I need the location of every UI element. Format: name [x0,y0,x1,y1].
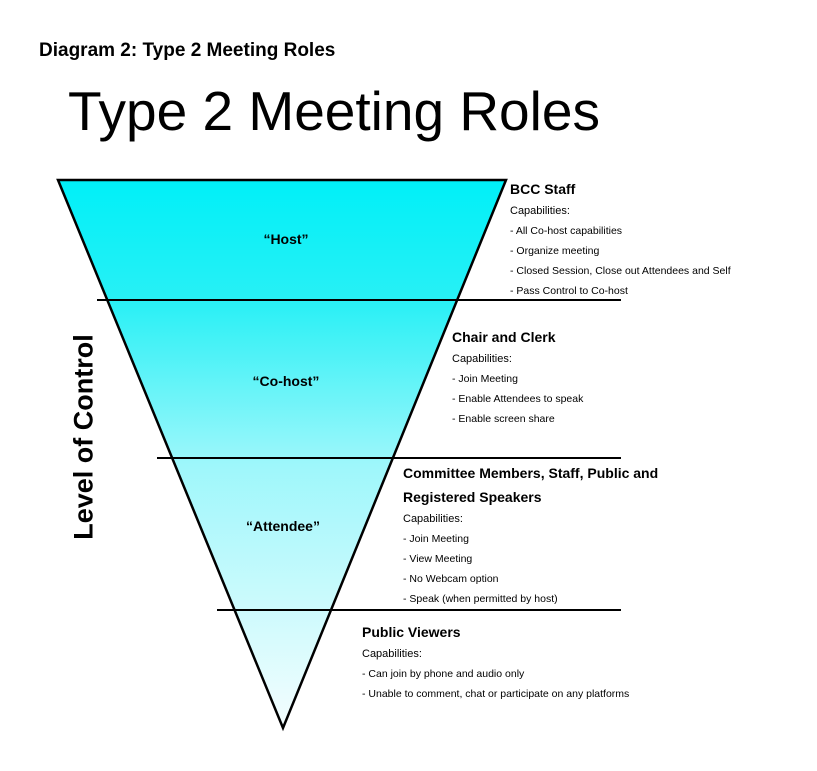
host-capabilities-label: Capabilities: [510,205,570,217]
cohost-capabilities-label: Capabilities: [452,353,512,365]
cohost-role: Chair and Clerk [452,329,556,345]
cohost-info: Chair and Clerk Capabilities: - Join Mee… [452,325,583,429]
cohost-capability: - Join Meeting [452,373,518,385]
attendee-capability: - Speak (when permitted by host) [403,593,558,605]
attendee-info: Committee Members, Staff, Public and Reg… [403,461,658,609]
public-viewers-capabilities-label: Capabilities: [362,648,422,660]
attendee-capability: - Join Meeting [403,533,469,545]
cohost-capability: - Enable screen share [452,413,555,425]
attendee-capabilities-label: Capabilities: [403,513,463,525]
attendee-capability: - No Webcam option [403,573,499,585]
host-info: BCC Staff Capabilities: - All Co-host ca… [510,177,731,301]
host-capability: - Closed Session, Close out Attendees an… [510,265,731,277]
diagram-title: Type 2 Meeting Roles [68,80,600,142]
host-capability: - Pass Control to Co-host [510,285,628,297]
tier-label-host: “Host” [263,231,309,247]
host-role: BCC Staff [510,181,576,197]
public-viewers-capability: - Unable to comment, chat or participate… [362,688,630,700]
funnel-triangle [56,178,508,732]
host-capability: - All Co-host capabilities [510,225,623,237]
public-viewers-capability: - Can join by phone and audio only [362,668,525,680]
public-viewers-info: Public Viewers Capabilities: - Can join … [362,620,629,704]
public-viewers-role: Public Viewers [362,624,461,640]
attendee-capability: - View Meeting [403,553,473,565]
cohost-capability: - Enable Attendees to speak [452,393,584,405]
attendee-role-line-1: Committee Members, Staff, Public and [403,465,659,481]
attendee-role-line-2: Registered Speakers [403,489,542,505]
tier-label-cohost: “Co-host” [252,373,320,389]
tier-label-attendee: “Attendee” [246,518,320,534]
host-capability: - Organize meeting [510,245,600,257]
diagram-caption: Diagram 2: Type 2 Meeting Roles [39,40,336,61]
